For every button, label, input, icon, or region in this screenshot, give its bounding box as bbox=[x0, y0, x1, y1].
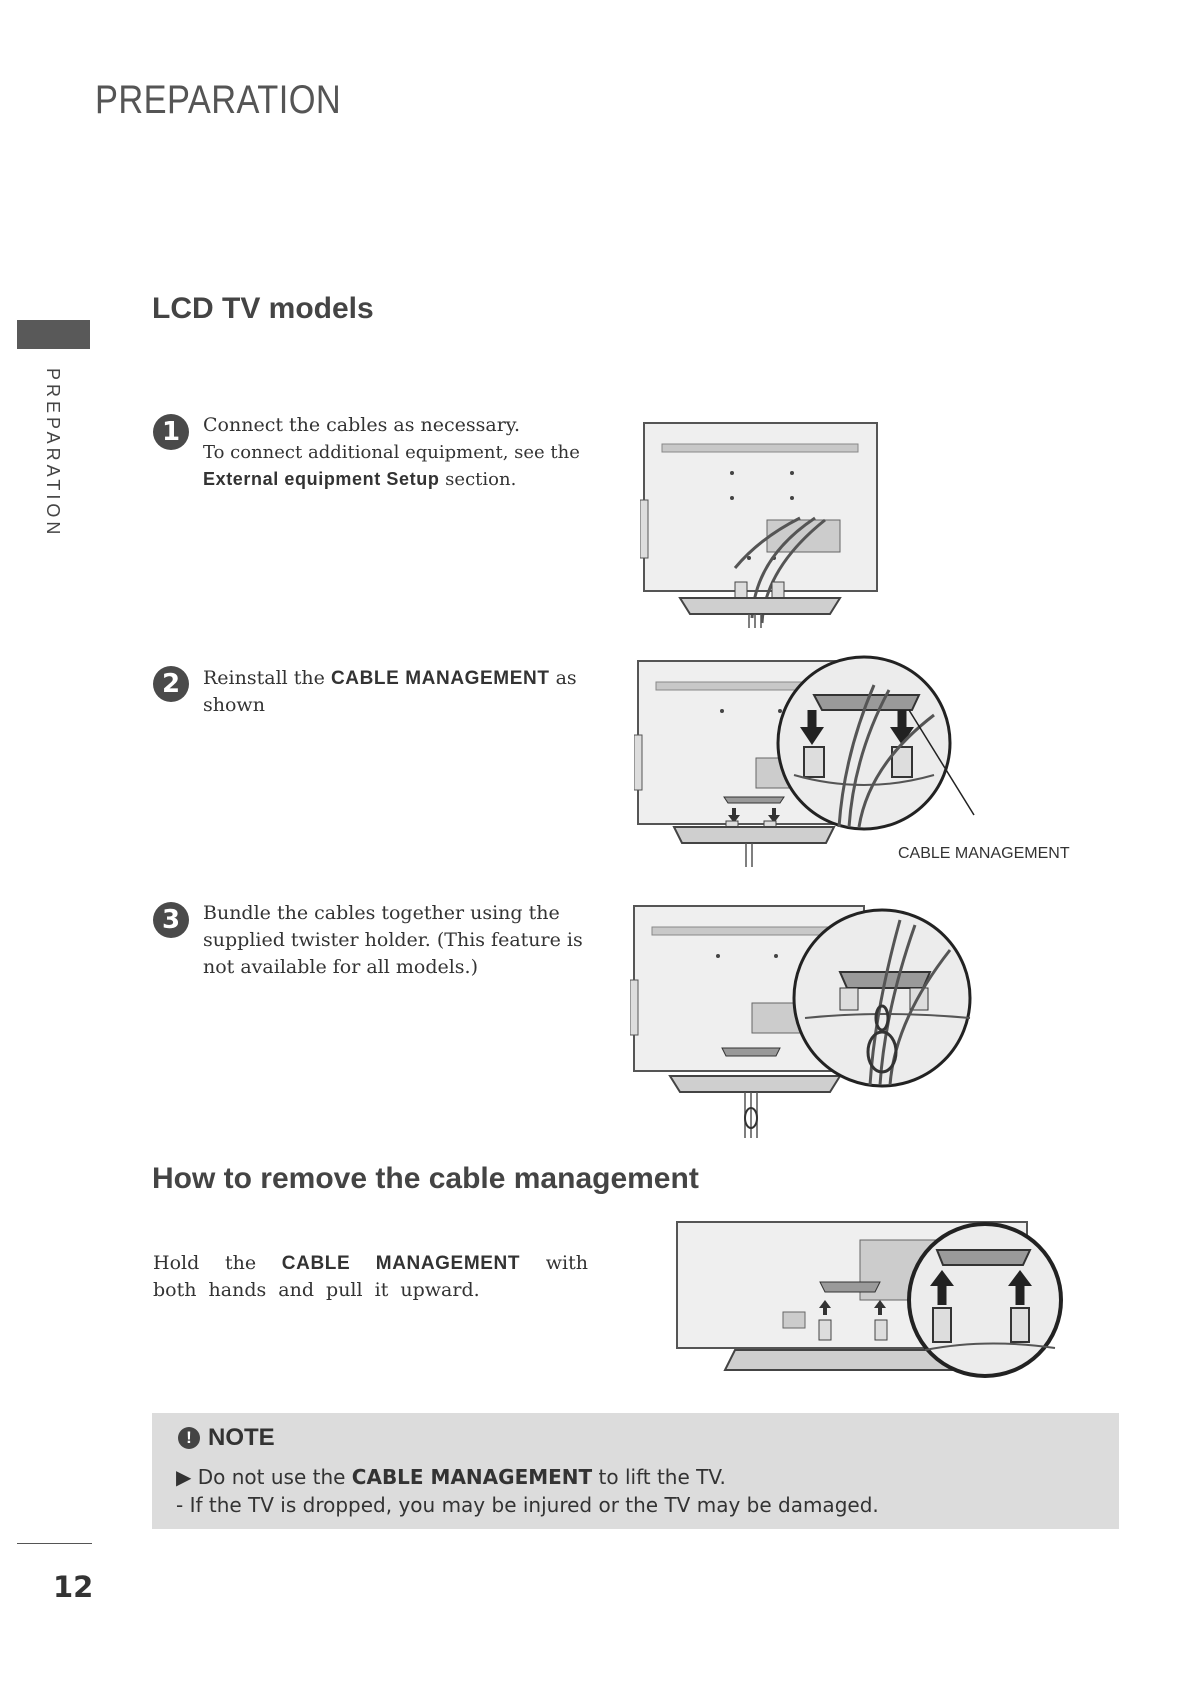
step-2-bold-term: CABLE MANAGEMENT bbox=[330, 668, 550, 689]
step-2-text-pre: Reinstall the bbox=[203, 667, 331, 689]
figure-reinstall-cable-management bbox=[634, 655, 975, 867]
note-line-1: ▶ Do not use the CABLE MANAGEMENT to lif… bbox=[176, 1465, 726, 1489]
step-number-1: 1 bbox=[153, 414, 189, 450]
remove-instruction-text: Hold the CABLE MANAGEMENT with both hand… bbox=[153, 1250, 588, 1304]
note-title-text: NOTE bbox=[208, 1424, 275, 1451]
sidebar-section-label: PREPARATION bbox=[43, 368, 63, 539]
remove-text-post: with both hands and pull it upward. bbox=[153, 1252, 588, 1301]
note-box bbox=[152, 1413, 1119, 1529]
step-1-text: Connect the cables as necessary. To conn… bbox=[203, 412, 623, 493]
section-title-lcd-models: LCD TV models bbox=[152, 292, 374, 325]
note-line-1-post: to lift the TV. bbox=[592, 1465, 726, 1489]
footer-divider bbox=[17, 1543, 92, 1544]
step-1-line1: Connect the cables as necessary. bbox=[203, 414, 521, 436]
step-2-text-post: as shown bbox=[203, 667, 577, 716]
page-header-title: PREPARATION bbox=[95, 78, 342, 122]
step-2-text: Reinstall the CABLE MANAGEMENT as shown bbox=[203, 665, 593, 719]
step-3-text: Bundle the cables together using the sup… bbox=[203, 902, 583, 978]
step-1-line3-rest: section. bbox=[439, 469, 517, 490]
note-line-1-pre: ▶ Do not use the bbox=[176, 1465, 352, 1489]
step-1-bold-term: External equipment Setup bbox=[203, 469, 440, 489]
cable-management-callout-label: CABLE MANAGEMENT bbox=[898, 845, 1070, 862]
note-line-2: - If the TV is dropped, you may be injur… bbox=[176, 1493, 879, 1517]
step-number-3: 3 bbox=[153, 902, 189, 938]
note-heading: ! NOTE bbox=[178, 1424, 275, 1452]
remove-text-pre: Hold the bbox=[153, 1252, 282, 1274]
section-title-remove-cable-management: How to remove the cable management bbox=[152, 1162, 699, 1195]
exclamation-icon: ! bbox=[178, 1427, 200, 1449]
sidebar-tab-marker bbox=[17, 320, 90, 349]
step-1-line2: To connect additional equipment, see the bbox=[203, 442, 580, 463]
step-number-2: 2 bbox=[153, 666, 189, 702]
step-1-line3: External equipment Setup section. bbox=[203, 466, 623, 493]
remove-bold-term: CABLE MANAGEMENT bbox=[281, 1253, 521, 1274]
page-number: 12 bbox=[53, 1570, 94, 1604]
figure-twister-holder bbox=[630, 905, 972, 1138]
note-line-1-bold: CABLE MANAGEMENT bbox=[351, 1465, 593, 1489]
figure-remove-cable-management bbox=[676, 1221, 1063, 1378]
figure-tv-rear-cables bbox=[640, 422, 878, 628]
